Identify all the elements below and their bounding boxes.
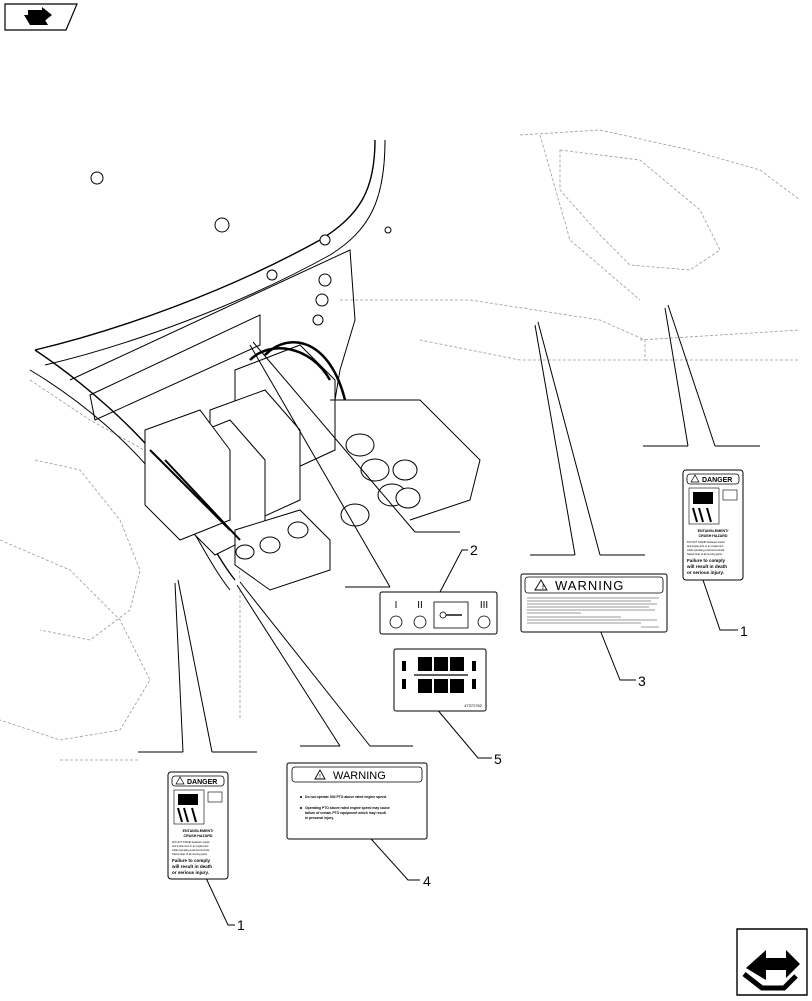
svg-text:!: ! [319, 774, 321, 780]
warning-pto-decal: ! WARNING Do not operate 540 PTO above r… [286, 762, 428, 840]
shift-decal-part-number: 47372762 [464, 703, 483, 708]
book-arrow-icon[interactable] [4, 3, 78, 31]
warning-pto-bullet1: Do not operate 540 PTO above rated engin… [305, 795, 387, 799]
danger-b1-3: while operating external controls. [172, 848, 210, 852]
gear-pos-1: I [395, 600, 398, 611]
danger-header-text: DANGER [187, 779, 217, 786]
danger-footer-3: or serious injury. [687, 570, 724, 575]
callout-4: 4 [423, 873, 431, 889]
danger-title-1: ENTANGLEMENT/ [698, 529, 729, 533]
callout-3: 3 [638, 673, 646, 689]
danger-header-text: DANGER [702, 477, 732, 484]
danger-b1-3: while operating external controls. [687, 548, 725, 552]
callout-leaders [205, 549, 738, 926]
tortoise-hare-icons [402, 661, 476, 689]
danger-title-2: CRUSH HAZARD [184, 834, 213, 838]
warning-pto-bullet2-2: failure of certain PTO equipment which m… [305, 811, 387, 815]
danger-decal-left: DANGER ENTANGLEMENT/ CRUSH HAZARD DO NOT… [167, 771, 229, 880]
callout-1-right: 1 [740, 623, 748, 639]
danger-footer-1: Failure to comply [172, 858, 210, 863]
callout-1-left: 1 [237, 917, 245, 933]
danger-footer-2: will result in death [686, 564, 727, 569]
danger-b1-1: DO NOT STAND between tractor [687, 540, 725, 544]
warning-pto-bullet2-1: Operating PTO above rated engine speed m… [305, 806, 390, 810]
hydraulic-valve-assembly [29, 139, 481, 591]
danger-b2: Stand clear of all moving parts. [172, 852, 208, 856]
svg-text:!: ! [542, 585, 544, 591]
callout-2: 2 [470, 542, 478, 558]
shift-pattern-decal: 47372762 [393, 648, 487, 712]
hose-fittings [235, 433, 421, 560]
danger-title-2: CRUSH HAZARD [699, 534, 728, 538]
danger-b1-2: and implement or an implement [172, 844, 209, 848]
leader-lines [138, 304, 760, 753]
warning-decal-3: ! WARNING [520, 573, 668, 633]
danger-b1-1: DO NOT STAND between tractor [172, 840, 210, 844]
gear-pos-2: II [417, 600, 423, 611]
danger-b2: Stand clear of all moving parts. [687, 552, 723, 556]
danger-b1-2: and implement or an implement [687, 544, 724, 548]
danger-footer-3: or serious injury. [172, 870, 209, 875]
gear-pos-3: III [480, 600, 488, 611]
danger-footer-2: will result in death [171, 864, 212, 869]
gear-range-decal: I II III [379, 591, 498, 635]
callout-5: 5 [494, 751, 502, 767]
warning-pto-bullet2-3: in personal injury. [305, 816, 334, 820]
key-lever-icon [439, 611, 462, 619]
danger-footer-1: Failure to comply [687, 558, 725, 563]
danger-decal-right: DANGER ENTANGLEMENT/ CRUSH HAZARD DO NOT… [682, 469, 744, 581]
danger-title-1: ENTANGLEMENT/ [183, 829, 214, 833]
warning-3-header-text: WARNING [555, 578, 624, 593]
warning-pto-header-text: WARNING [333, 770, 386, 782]
next-page-arrow-icon[interactable] [736, 928, 808, 996]
